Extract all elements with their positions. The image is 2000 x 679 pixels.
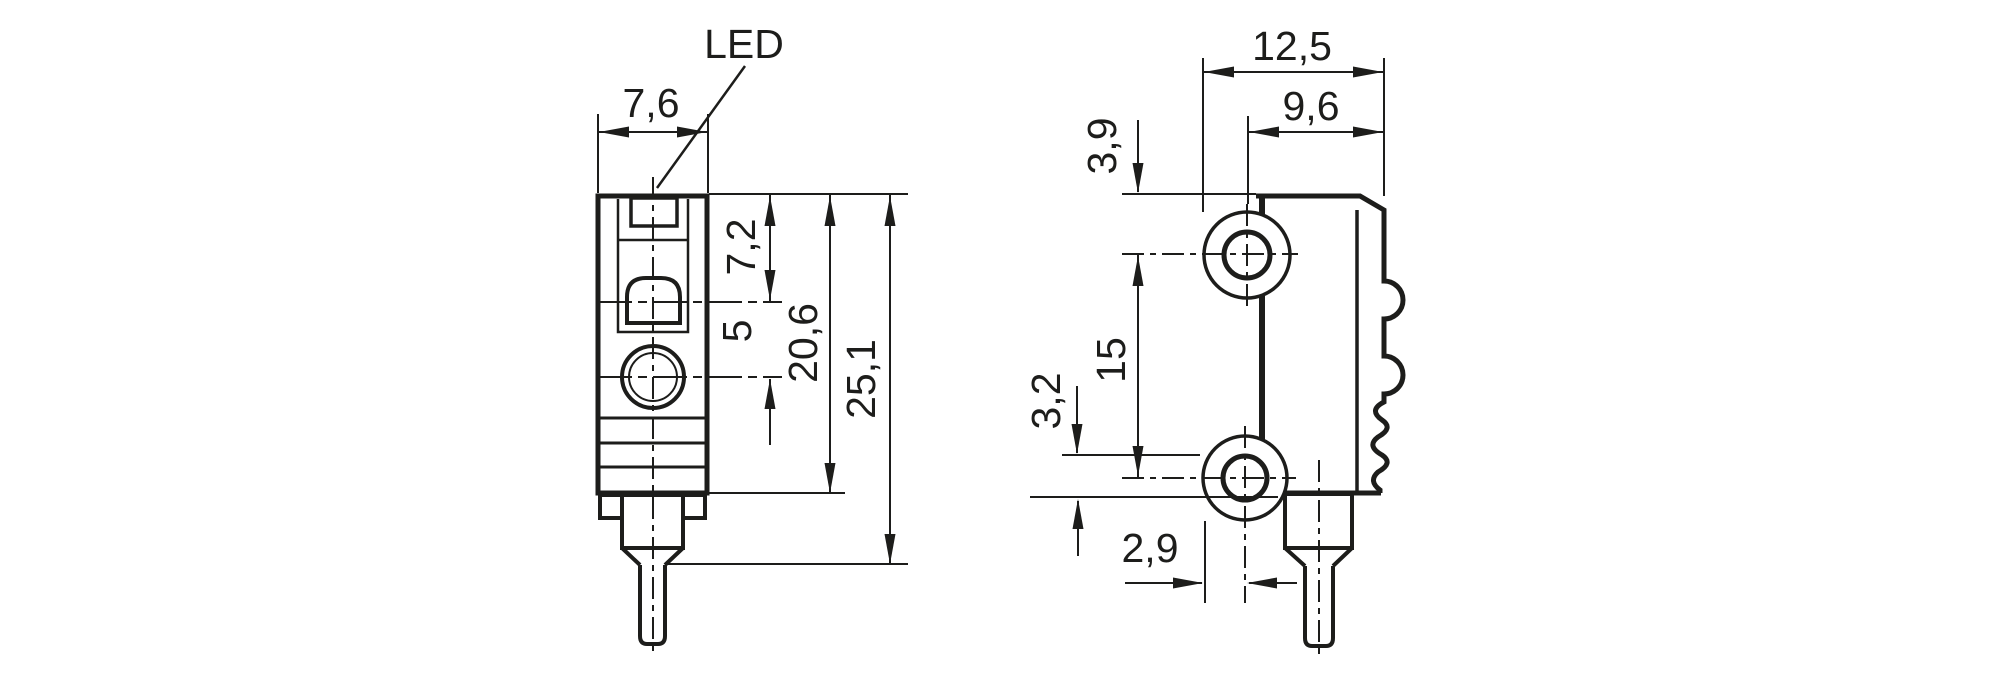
front-gland-taper (620, 546, 685, 567)
arrowhead (1132, 256, 1144, 286)
arrowhead (1072, 499, 1084, 529)
step-notch-left (598, 493, 624, 520)
dim-label-9-6: 9,6 (1283, 83, 1340, 129)
arrowhead (884, 534, 896, 564)
led-leader-line (655, 65, 747, 189)
dim-label-12-5: 12,5 (1252, 23, 1332, 69)
arrowhead (1071, 424, 1083, 454)
side-housing-outline (1256, 193, 1406, 493)
arrowhead (1173, 577, 1203, 589)
arrowhead (824, 463, 836, 493)
front-view: 7,6 LED 7,2 5 20,6 25,1 (595, 21, 908, 657)
dim-label-20-6: 20,6 (780, 303, 826, 383)
dim-label-3-9: 3,9 (1079, 118, 1125, 175)
dim-label-7-6: 7,6 (623, 80, 680, 126)
side-gland-taper (1283, 546, 1354, 568)
arrowhead (764, 379, 776, 409)
dim-label-5: 5 (714, 320, 760, 343)
side-view: 12,5 9,6 3,9 15 3,2 2,9 (1023, 23, 1406, 657)
side-cable (1303, 566, 1335, 648)
arrowhead (1353, 66, 1383, 78)
front-cable (638, 565, 667, 646)
arrowhead (764, 270, 776, 300)
arrowhead (884, 196, 896, 226)
step-notch-right (681, 493, 707, 520)
arrowhead (764, 196, 776, 226)
arrowhead (1132, 163, 1144, 193)
arrowhead (1353, 126, 1383, 138)
arrowhead (1249, 126, 1279, 138)
arrowhead (1132, 446, 1144, 476)
led-label: LED (704, 21, 784, 67)
dim-label-2-9: 2,9 (1122, 525, 1179, 571)
arrowhead (824, 196, 836, 226)
arrowhead (1204, 66, 1234, 78)
arrowhead (599, 126, 629, 138)
arrowhead (1247, 577, 1277, 589)
arrowhead (677, 126, 707, 138)
front-face-panel (616, 199, 690, 334)
dim-label-7-2: 7,2 (718, 219, 764, 276)
receiver-window (625, 276, 682, 325)
dim-label-3-2: 3,2 (1023, 373, 1069, 430)
dim-label-15: 15 (1088, 337, 1134, 383)
dim-label-25-1: 25,1 (838, 339, 884, 419)
